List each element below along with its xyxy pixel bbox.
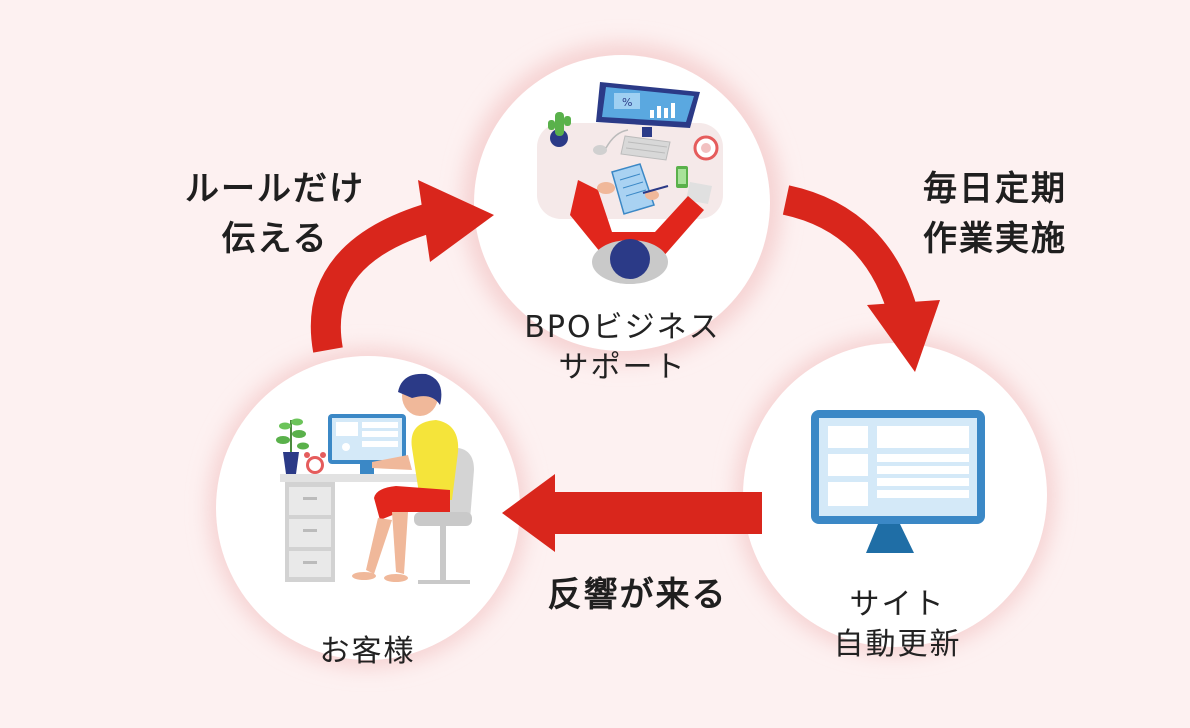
- worker-figure: [570, 180, 704, 284]
- plant-icon: [276, 418, 309, 474]
- keyboard-icon: [620, 135, 671, 161]
- person-figure: [352, 373, 459, 582]
- arrow-label-rules-line-1: ルールだけ: [185, 169, 365, 209]
- node-label-site-line-2: 自動更新: [833, 627, 962, 662]
- arrow-daily: [782, 185, 940, 372]
- arrow-label-rules-line-2: 伝える: [221, 219, 329, 259]
- svg-text:%: %: [622, 96, 632, 109]
- envelope-icon: [686, 182, 712, 204]
- cactus-icon: [548, 112, 571, 147]
- node-label-bpo: BPOビジネス サポート: [480, 308, 765, 388]
- arrow-label-daily-line-2: 作業実施: [923, 219, 1067, 259]
- arrow-label-daily: 毎日定期 作業実施: [900, 164, 1090, 264]
- computer-monitor-icon: [328, 414, 406, 474]
- node-label-customer-line-1: お客様: [319, 634, 416, 669]
- monitor-chart-icon: %: [596, 82, 700, 137]
- arrow-response: [502, 474, 762, 552]
- mouse-icon: [593, 129, 629, 155]
- monitor-icon: [811, 410, 985, 553]
- phone-icon: [676, 166, 688, 188]
- node-label-site: サイト 自動更新: [790, 585, 1005, 665]
- node-label-site-line-1: サイト: [849, 587, 946, 622]
- desk-icon: [280, 474, 430, 582]
- node-label-bpo-line-1: BPOビジネス: [524, 310, 721, 345]
- arrow-label-response-line-1: 反響が来る: [547, 575, 728, 615]
- arrow-label-rules: ルールだけ 伝える: [170, 164, 380, 264]
- customer-illustration: [276, 373, 474, 584]
- node-label-customer: お客様: [290, 632, 445, 672]
- circle-customer: [216, 356, 520, 660]
- arrow-label-response: 反響が来る: [520, 570, 755, 620]
- arrow-label-daily-line-1: 毎日定期: [923, 169, 1067, 209]
- alarm-clock-icon: [304, 452, 326, 474]
- coffee-cup-icon: [693, 135, 719, 161]
- bpo-illustration: %: [537, 82, 723, 284]
- arrow-rules: [310, 180, 494, 353]
- node-label-bpo-line-2: サポート: [558, 350, 687, 385]
- document-icon: [611, 163, 655, 215]
